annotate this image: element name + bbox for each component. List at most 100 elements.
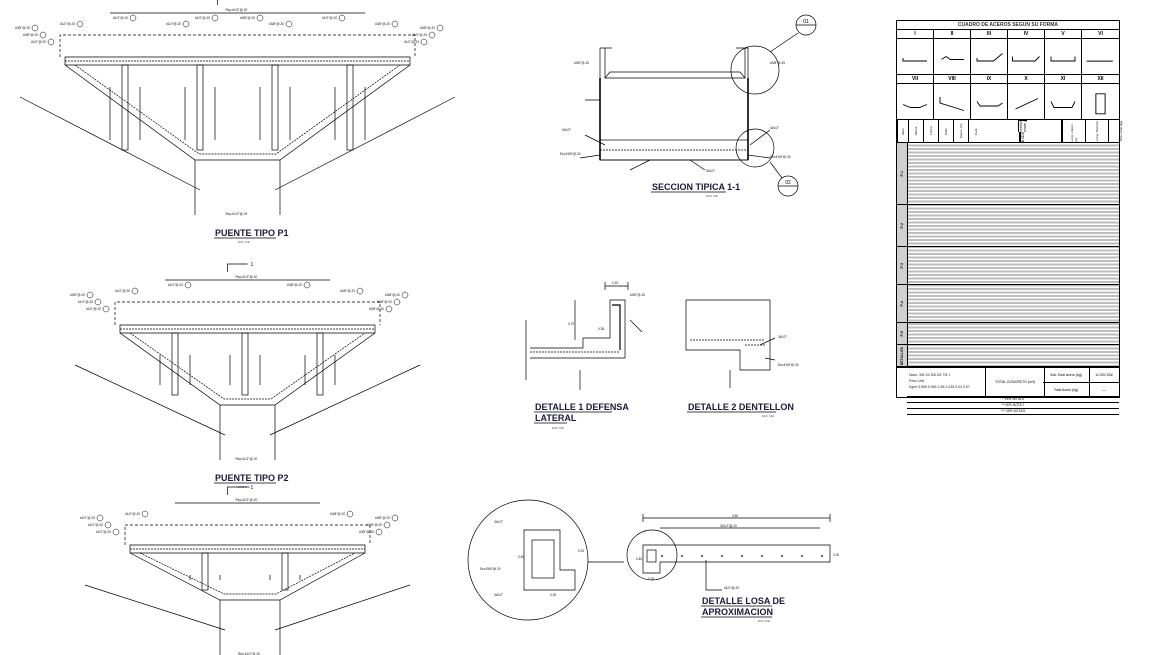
rebar-dot (721, 555, 723, 557)
table-group: P-5 (897, 323, 907, 346)
table-group: P-3 (897, 247, 907, 286)
rebar-callout: #1/2"@.20 (125, 512, 140, 516)
shape-label: IX (971, 75, 1007, 84)
p1-title: PUENTE TIPO P1 (215, 228, 289, 238)
bar-shape-2: II (934, 30, 971, 75)
shape-label: XI (1045, 75, 1081, 84)
total-value: — (1102, 388, 1106, 392)
callout-bubble (383, 521, 391, 529)
section-callout: Est.#3/8"@.30 (770, 155, 791, 159)
callout-bubble (47, 38, 55, 46)
detalle-1-defensa (525, 282, 643, 390)
callout-bubble (141, 510, 149, 518)
bar-shape-7: VII (897, 75, 934, 120)
seccion-tipica (579, 14, 817, 197)
bar-shape-5: V (1045, 30, 1082, 75)
kgm-row: Kg/m 0.559 0.994 1.55 2.235 3.04 3.97 (909, 385, 970, 389)
group-label: P-3 (900, 263, 904, 269)
rebar-callout: #1/2"@.20 (86, 307, 101, 311)
section-title: SECCION TIPICA 1-1 (652, 182, 740, 192)
dims-title: Dimensiones Externas (m) (1017, 120, 1027, 132)
losa-callout: 3#1/2" (494, 593, 503, 597)
section-scale: ESC.S/E (706, 194, 718, 198)
rebar-callout: #3/8"@.20 (385, 293, 400, 297)
group-label: P-2 (900, 223, 904, 229)
losa-title-1: DETALLE LOSA DE (702, 596, 785, 606)
group-label: P-4 (900, 301, 904, 307)
detail2-title: DETALLE 2 DENTELLON (688, 402, 794, 412)
bar-shape-icon (1050, 101, 1076, 108)
table-group: P-2 (897, 205, 907, 248)
callout-bubble (184, 281, 192, 289)
table-group: P-1 (897, 143, 907, 206)
column-header: Cant. (968, 120, 983, 142)
section-mark: 1 (251, 485, 254, 491)
rebar-callout: #3/8"@.20 (15, 26, 30, 30)
p2-title: PUENTE TIPO P2 (215, 473, 289, 483)
web (346, 64, 354, 151)
bar-shape-10: X (1008, 75, 1045, 120)
dim-col: B (1020, 139, 1025, 142)
section-mark: 1 (251, 262, 254, 268)
section-callout: Est.#3/8"@.30 (560, 152, 581, 156)
shape-label: VII (897, 75, 933, 84)
totals-values: 12.002,50# — (1089, 368, 1119, 397)
web (241, 332, 249, 396)
losa-rebar-dots (661, 555, 823, 557)
losa-zoom-dim: 0.25 (550, 593, 556, 597)
detail2-scale: ESC.S/E (762, 414, 774, 418)
column-header: Marca (908, 120, 923, 142)
losa-length-dim: 3.50 (732, 514, 738, 518)
bar-shape-icon (902, 58, 927, 62)
rebar-callout: #3/8"@.20 (70, 293, 85, 297)
inclined-walls (64, 64, 411, 161)
inclined-walls (119, 332, 376, 406)
shape-label: III (971, 30, 1007, 39)
callout-bubble (401, 291, 409, 299)
puente-tipo-p3: Rep.#1/2"@.20Rep.#1/2"@.201#1/2"@.20#1/2… (80, 485, 411, 655)
callout-bubble (428, 31, 436, 39)
bar-shape-8: VIII (934, 75, 971, 120)
callout-bubble (182, 20, 190, 28)
losa-callout: 3#1/2" (494, 520, 503, 524)
detail1-dim: 0.70 (568, 322, 574, 326)
section-callout: 3#1/2" (770, 126, 779, 130)
callout-bubble (436, 24, 444, 32)
losa-beam-width: 0.25 (648, 577, 654, 581)
callout-bubble (129, 14, 137, 22)
web (316, 332, 324, 396)
bottom-callout: Rep.#1/2"@.20 (238, 652, 260, 655)
bottom-callout: Rep.#1/2"@.20 (236, 457, 258, 461)
section-marker-bottom: 02 (785, 180, 791, 186)
callout-bubble (256, 14, 264, 22)
rebar-callout: #3/8"@.20 (375, 516, 390, 520)
section-callout: #3/8"@.25 (574, 61, 589, 65)
rebar-callout: #1/2"@.20 (404, 40, 419, 44)
web (271, 64, 279, 151)
table-footer: Diam. 3/8 1/2 5/8 3/4 7/8 1 Peso Unit. K… (897, 367, 1119, 415)
shape-label: VI (1082, 30, 1119, 39)
rebar-callout: #3/8"@.20 (240, 16, 255, 20)
p2-scale: ESC.S/E (238, 485, 250, 489)
web (201, 552, 209, 591)
bar-shape-icon (1095, 93, 1106, 115)
losa-zoom-dim: 0.45 (518, 555, 524, 559)
callout-bubble (131, 287, 139, 295)
rebar-callout: #1/2"@.20 (195, 16, 210, 20)
detalle-losa-aproximacion (467, 499, 831, 621)
diam-row: Diam. 3/8 1/2 5/8 3/4 7/8 1 (909, 373, 951, 377)
rebar-callout: #3/8"@.20 (359, 530, 374, 534)
bar-shape-icon (976, 101, 1003, 107)
column-header: Forma (923, 120, 938, 142)
callout-bubble (385, 305, 393, 313)
note-8: *** VER NOTA 8 (907, 409, 1119, 415)
bar-shape-icon (939, 97, 965, 111)
bar-shape-3: III (971, 30, 1008, 75)
callout-bubble (356, 287, 364, 295)
losa-zoom-dim: 0.20 (578, 549, 584, 553)
rebar-callout: #1/2"@.20 (96, 530, 111, 534)
rebar-callout: #3/8"@.20 (269, 22, 284, 26)
losa-callout: 3#1/2"@.20 (720, 524, 737, 528)
callout-bubble (86, 291, 94, 299)
